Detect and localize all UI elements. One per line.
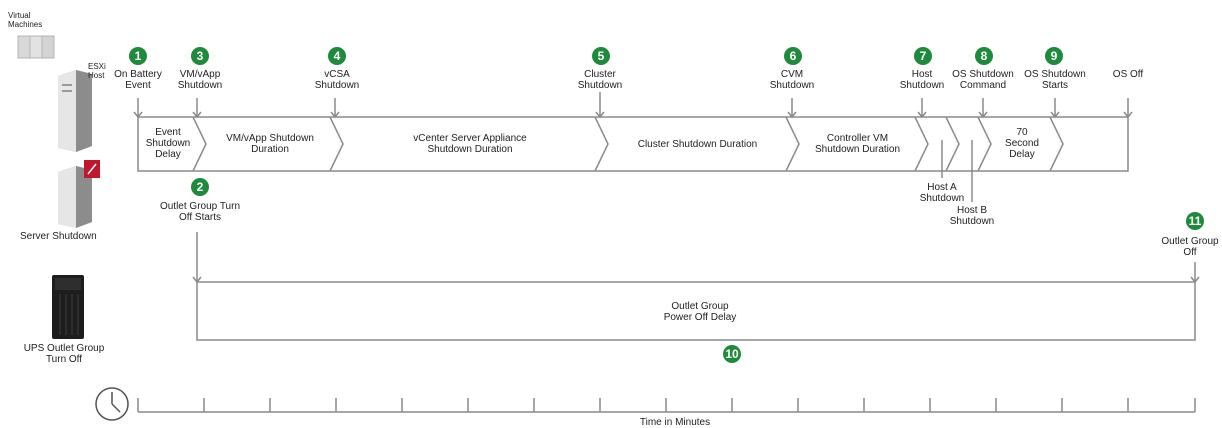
event-label-on-battery: On Battery Event [114, 69, 162, 91]
event-badge-6: 6 [784, 47, 802, 65]
virtual-machines-label: Virtual Machines [8, 11, 43, 29]
event-label-cvm: CVM Shutdown [769, 69, 815, 91]
event-label-host: Host Shutdown [899, 69, 945, 91]
phase-cvm-duration: Controller VM Shutdown Duration [814, 133, 901, 155]
shutdown-timeline-bar [137, 116, 1129, 172]
server-shutdown-icon [58, 160, 100, 228]
ups-outlet-group-label: UPS Outlet Group Turn Off [23, 343, 105, 365]
phase-cluster-duration: Cluster Shutdown Duration [637, 139, 758, 150]
outlet-group-off-label: Outlet Group Off [1161, 236, 1219, 258]
phase-vcsa-duration: vCenter Server Appliance Shutdown Durati… [413, 133, 527, 155]
chevron-divider [594, 116, 609, 172]
event-badge-10: 10 [723, 345, 741, 363]
outlet-delay-bar [196, 281, 1196, 341]
event-label-vm-vapp: VM/vApp Shutdown [177, 69, 223, 91]
chevron-divider [785, 116, 800, 172]
event-badge-2: 2 [191, 178, 209, 196]
chevron-divider [192, 116, 207, 172]
chevron-divider [945, 116, 960, 172]
phase-vm-vapp-duration: VM/vApp Shutdown Duration [226, 133, 314, 155]
esxi-host-label: ESXi Host [88, 62, 106, 80]
event-label-cluster: Cluster Shutdown [577, 69, 623, 91]
event-label-os-off: OS Off [1112, 69, 1144, 80]
event-badge-4: 4 [328, 47, 346, 65]
event-badge-1: 1 [129, 47, 147, 65]
event-label-os-shutdown-command: OS Shutdown Command [952, 69, 1014, 91]
outlet-turn-off-starts-label: Outlet Group Turn Off Starts [159, 201, 241, 223]
chevron-divider [329, 116, 344, 172]
clock-icon [95, 387, 129, 421]
chevron-divider [977, 116, 992, 172]
ups-icon [52, 275, 84, 339]
event-badge-5: 5 [592, 47, 610, 65]
event-badge-9: 9 [1045, 47, 1063, 65]
host-a-shutdown-label: Host A Shutdown [919, 182, 965, 204]
event-badge-11: 11 [1186, 212, 1204, 230]
event-badge-7: 7 [914, 47, 932, 65]
virtual-machines-icon [17, 35, 55, 59]
host-b-shutdown-label: Host B Shutdown [949, 205, 995, 227]
server-shutdown-label: Server Shutdown [20, 231, 97, 242]
event-badge-8: 8 [975, 47, 993, 65]
event-label-os-shutdown-starts: OS Shutdown Starts [1024, 69, 1086, 91]
outlet-power-off-delay-label: Outlet Group Power Off Delay [663, 301, 737, 323]
time-axis-label: Time in Minutes [639, 417, 711, 428]
chevron-divider [1049, 116, 1064, 172]
chevron-divider [914, 116, 929, 172]
phase-70-second-delay: 70 Second Delay [1005, 127, 1039, 160]
event-badge-3: 3 [191, 47, 209, 65]
event-label-vcsa: vCSA Shutdown [314, 69, 360, 91]
esxi-host-server-icon [58, 70, 92, 152]
phase-event-shutdown-delay: Event Shutdown Delay [145, 127, 191, 160]
